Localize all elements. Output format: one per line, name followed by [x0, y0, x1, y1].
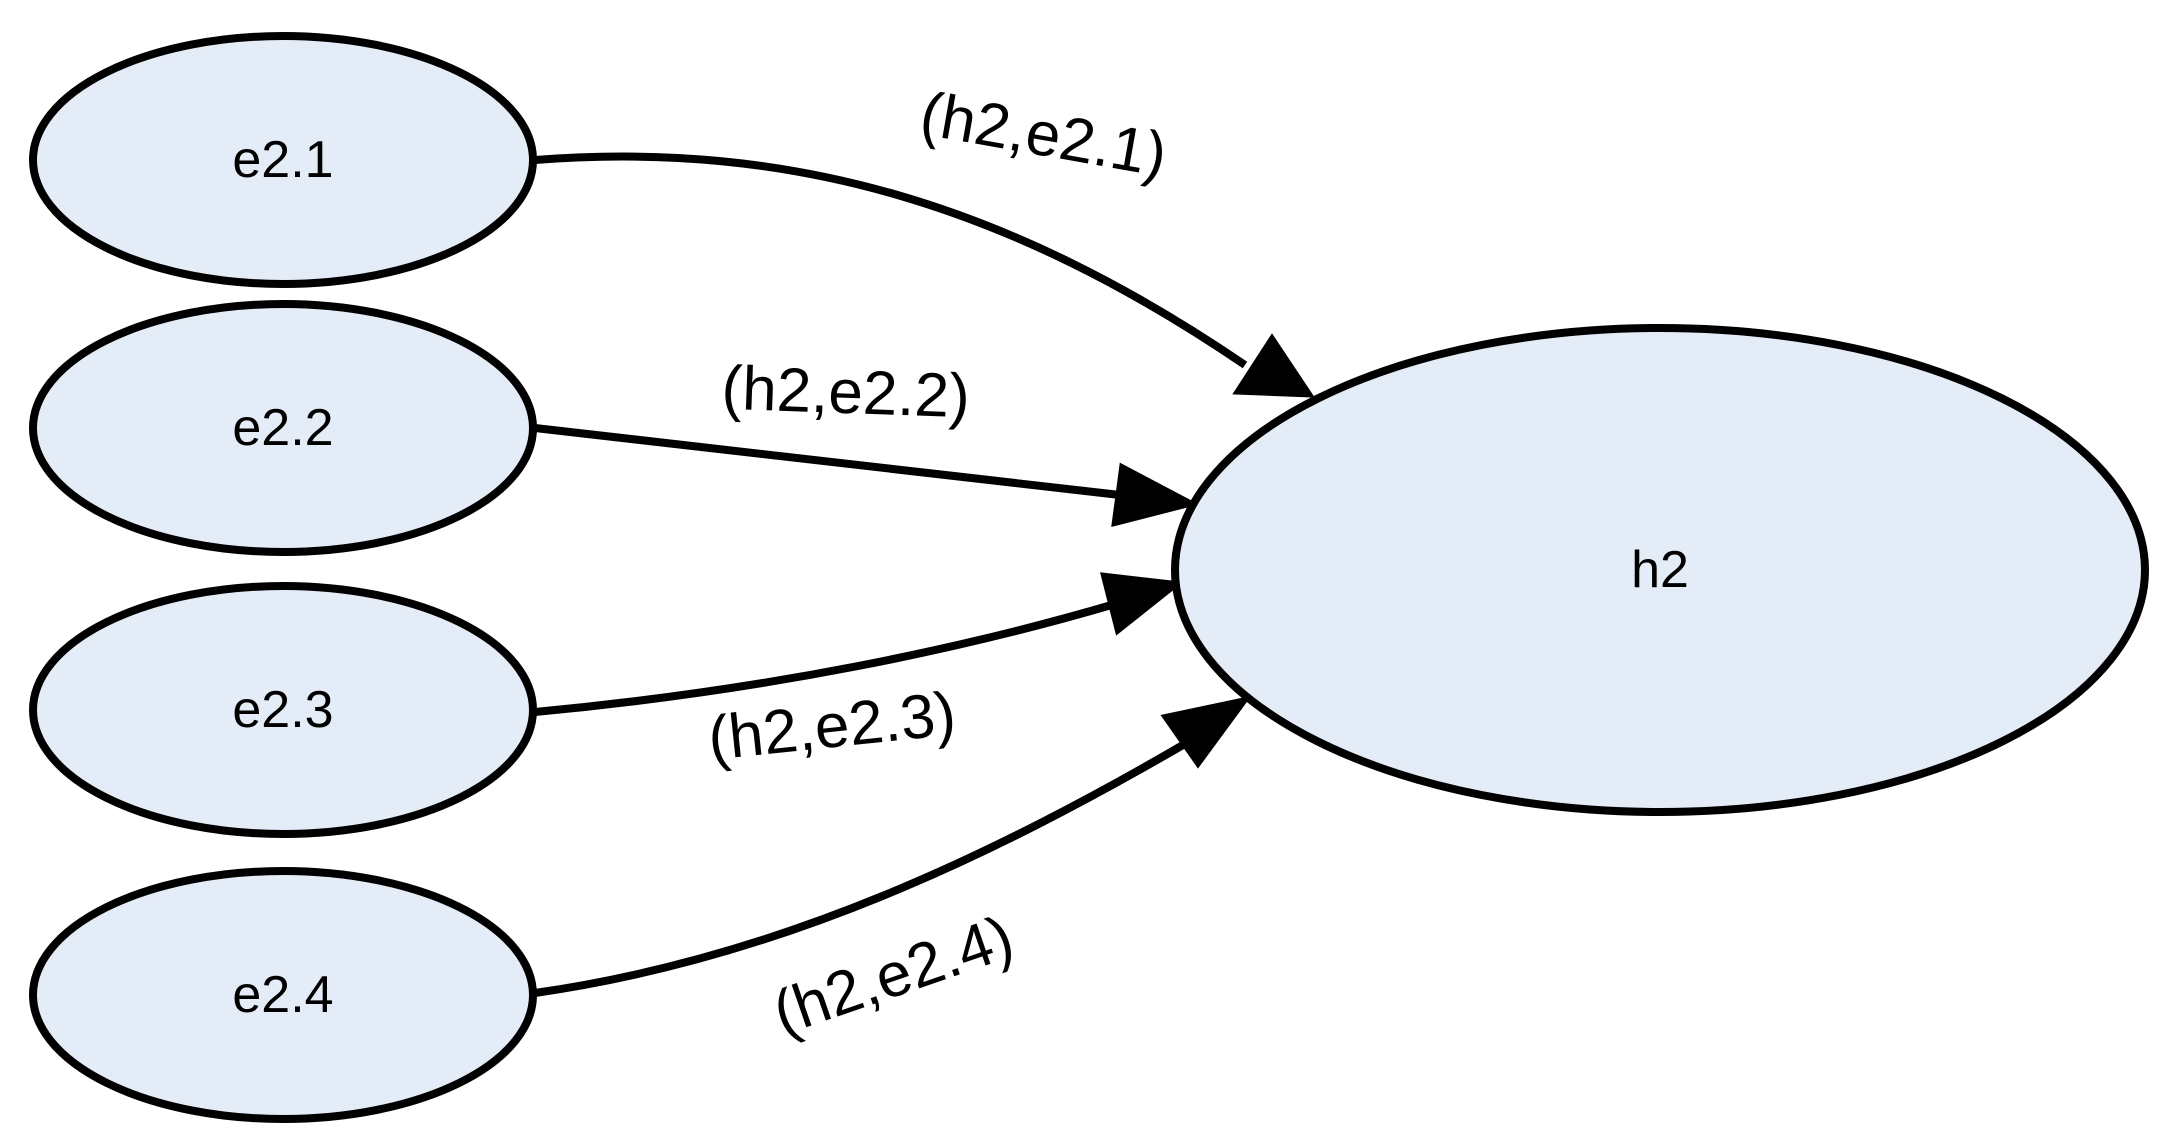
node-e2-2: e2.2 [29, 300, 537, 556]
node-label: e2.4 [232, 966, 333, 1024]
edge-e2-1-to-h2: (h2,e2.1) [534, 79, 1315, 398]
edge-line [534, 734, 1198, 997]
edge-line [534, 152, 1248, 369]
edge-e2-2-to-h2: (h2,e2.2) [534, 354, 1200, 528]
edge-label: (h2,e2.3) [705, 679, 959, 774]
edge-line [534, 424, 1121, 499]
arrow-head [1160, 695, 1252, 769]
node-e2-3: e2.3 [29, 582, 537, 838]
node-e2-1: e2.1 [29, 32, 537, 288]
node-label: e2.2 [232, 399, 333, 457]
node-label: h2 [1631, 541, 1689, 599]
edge-line [534, 600, 1117, 716]
node-ellipse [29, 32, 537, 288]
edge-label: (h2,e2.2) [721, 354, 971, 432]
node-ellipse [29, 300, 537, 556]
edge-label: (h2,e2.1) [915, 79, 1171, 190]
node-e2-4: e2.4 [29, 867, 537, 1123]
arrow-head [1100, 572, 1184, 636]
node-h2: h2 [1171, 324, 2149, 816]
node-ellipse [29, 582, 537, 838]
node-ellipse [1171, 324, 2149, 816]
edge-e2-3-to-h2: (h2,e2.3) [534, 572, 1184, 774]
node-label: e2.3 [232, 681, 333, 739]
node-label: e2.1 [232, 131, 333, 189]
node-ellipse [29, 867, 537, 1123]
arrow-head [1232, 333, 1315, 398]
arrow-head [1111, 462, 1200, 528]
